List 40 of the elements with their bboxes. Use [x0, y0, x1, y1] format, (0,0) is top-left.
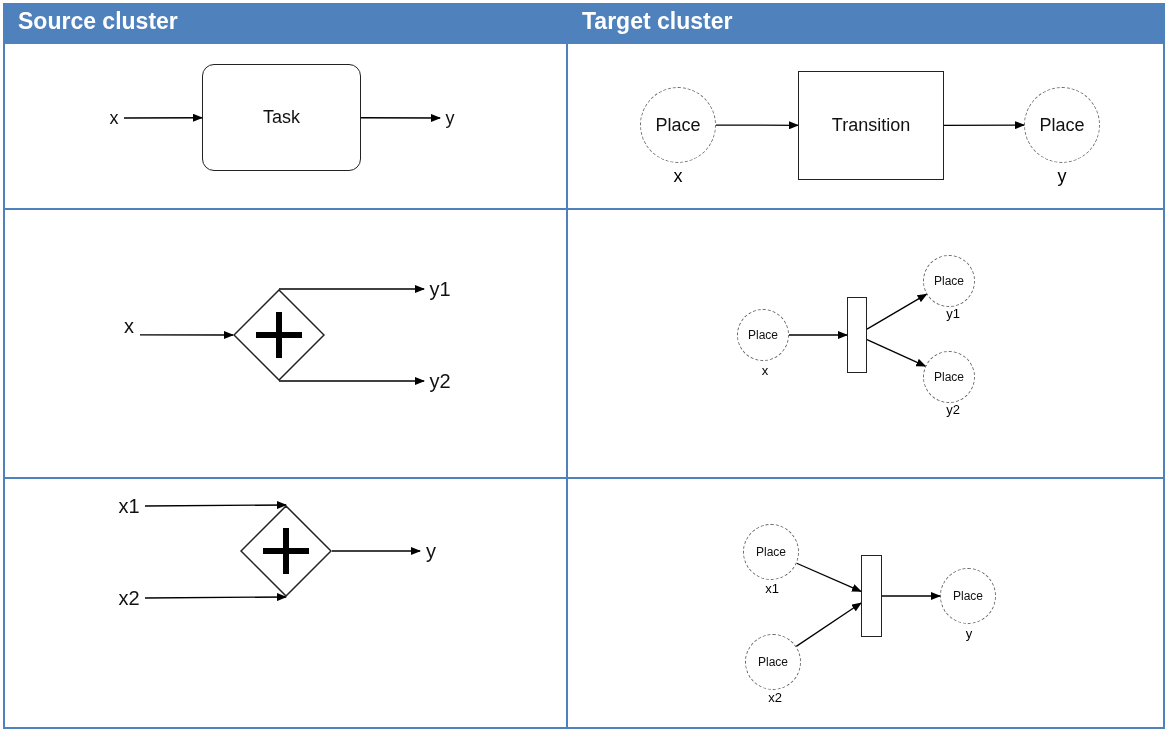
flow-label: x — [104, 106, 124, 130]
transition-bar — [861, 555, 882, 637]
arrow — [796, 562, 862, 593]
flow-label: x2 — [113, 584, 145, 612]
flow-label: y — [440, 106, 460, 130]
arrow — [715, 121, 799, 130]
arrow — [866, 338, 927, 367]
arrow — [331, 547, 421, 555]
column-header: Target cluster — [582, 8, 733, 35]
arrow — [795, 602, 862, 648]
transition-bar — [847, 297, 867, 373]
parallel-gateway-diamond — [233, 289, 325, 381]
arrow — [360, 113, 441, 122]
arrow — [144, 501, 287, 510]
arrow — [866, 293, 928, 330]
flow-label: x1 — [113, 492, 145, 520]
arrow — [123, 113, 203, 122]
arrow — [278, 285, 425, 293]
place-label: x1 — [765, 581, 779, 596]
flow-label: y — [420, 537, 442, 565]
arrow — [144, 593, 287, 602]
arrow — [139, 331, 234, 339]
flow-label: y2 — [424, 367, 456, 395]
place-label: x2 — [768, 690, 782, 705]
flow-label: x — [118, 312, 140, 340]
arrow — [881, 592, 941, 600]
flow-label: y1 — [424, 275, 456, 303]
task-box: Task — [202, 64, 361, 171]
column-header: Source cluster — [18, 8, 178, 35]
place-label: y2 — [946, 402, 960, 417]
parallel-gateway-diamond — [240, 505, 332, 597]
place-label: y — [1057, 166, 1067, 187]
place-label: y1 — [946, 306, 960, 321]
place-label: x — [761, 363, 769, 378]
arrow — [788, 331, 848, 339]
arrow — [278, 377, 425, 385]
place-label: x — [673, 166, 683, 187]
place-label: y — [965, 626, 973, 641]
arrow — [943, 121, 1025, 130]
transition-box: Transition — [798, 71, 944, 180]
